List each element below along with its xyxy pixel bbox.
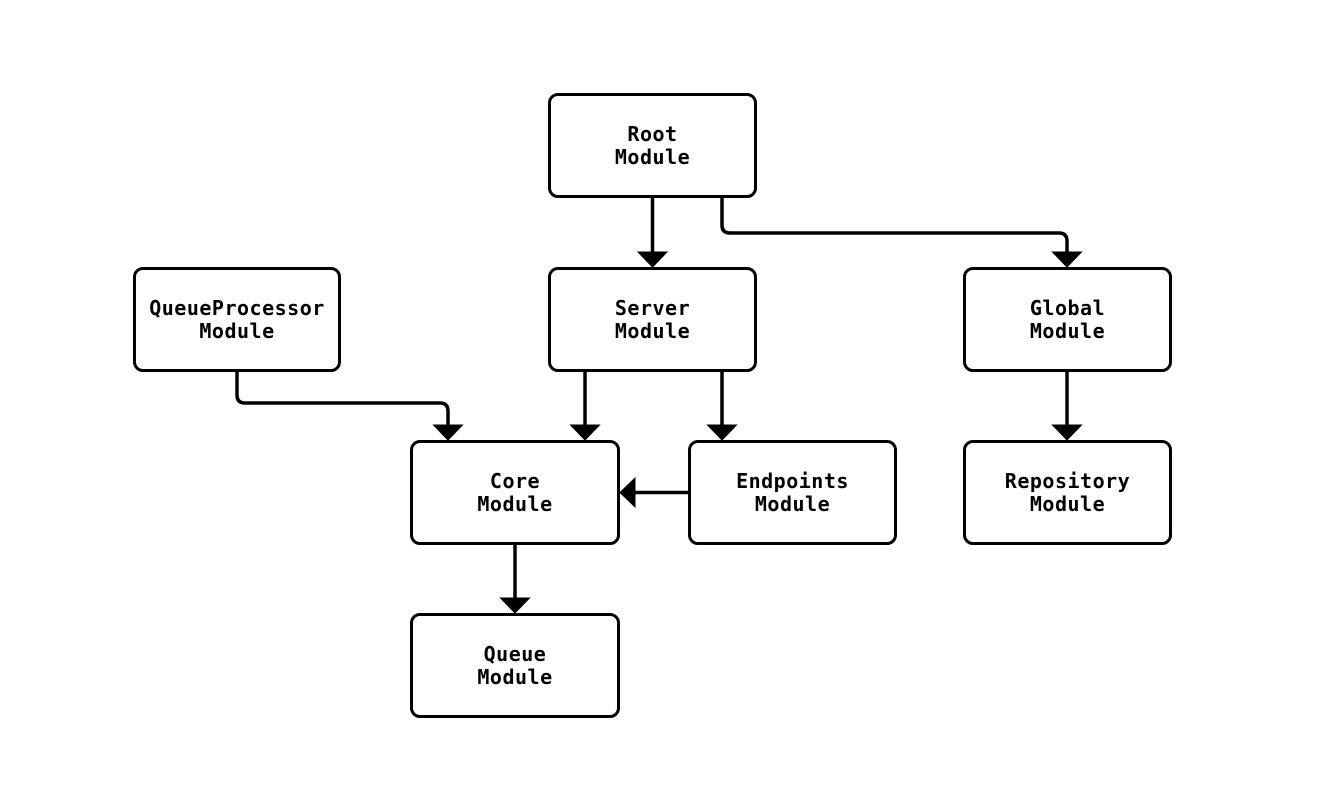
arrowhead-icon — [1051, 251, 1083, 268]
edge-line — [720, 198, 1069, 253]
edge-queueprocessor-module-to-core-module — [235, 372, 464, 441]
edge-line — [235, 372, 450, 426]
node-server-module: Server Module — [548, 267, 757, 372]
node-label: Global Module — [1029, 295, 1106, 343]
node-queue-module: Queue Module — [410, 613, 620, 718]
node-label: QueueProcessor Module — [149, 295, 325, 343]
edge-global-module-to-repository-module — [1051, 372, 1083, 441]
edge-server-module-to-endpoints-module — [706, 372, 738, 441]
node-core-module: Core Module — [410, 440, 620, 545]
node-repository-module: Repository Module — [963, 440, 1172, 545]
node-global-module: Global Module — [963, 267, 1172, 372]
arrowhead-icon — [706, 424, 738, 441]
edge-core-module-to-queue-module — [499, 545, 531, 614]
node-queueprocessor-module: QueueProcessor Module — [133, 267, 341, 372]
arrowhead-icon — [569, 424, 601, 441]
node-label: Repository Module — [1004, 468, 1131, 516]
node-endpoints-module: Endpoints Module — [688, 440, 897, 545]
edge-server-module-to-core-module — [569, 372, 601, 441]
arrowhead-icon — [499, 597, 531, 614]
edge-root-module-to-server-module — [636, 198, 669, 268]
arrowhead-icon — [432, 424, 464, 441]
node-label: Root Module — [614, 121, 691, 169]
arrowhead-icon — [1051, 424, 1083, 441]
node-label: Server Module — [614, 295, 691, 343]
arrowhead-icon — [619, 476, 636, 509]
node-label: Core Module — [477, 468, 553, 516]
edge-endpoints-module-to-core-module — [619, 476, 688, 509]
node-root-module: Root Module — [548, 93, 757, 198]
node-label: Endpoints Module — [736, 468, 849, 516]
edge-root-module-to-global-module — [720, 198, 1083, 268]
arrowhead-icon — [636, 251, 669, 268]
node-label: Queue Module — [477, 641, 553, 689]
